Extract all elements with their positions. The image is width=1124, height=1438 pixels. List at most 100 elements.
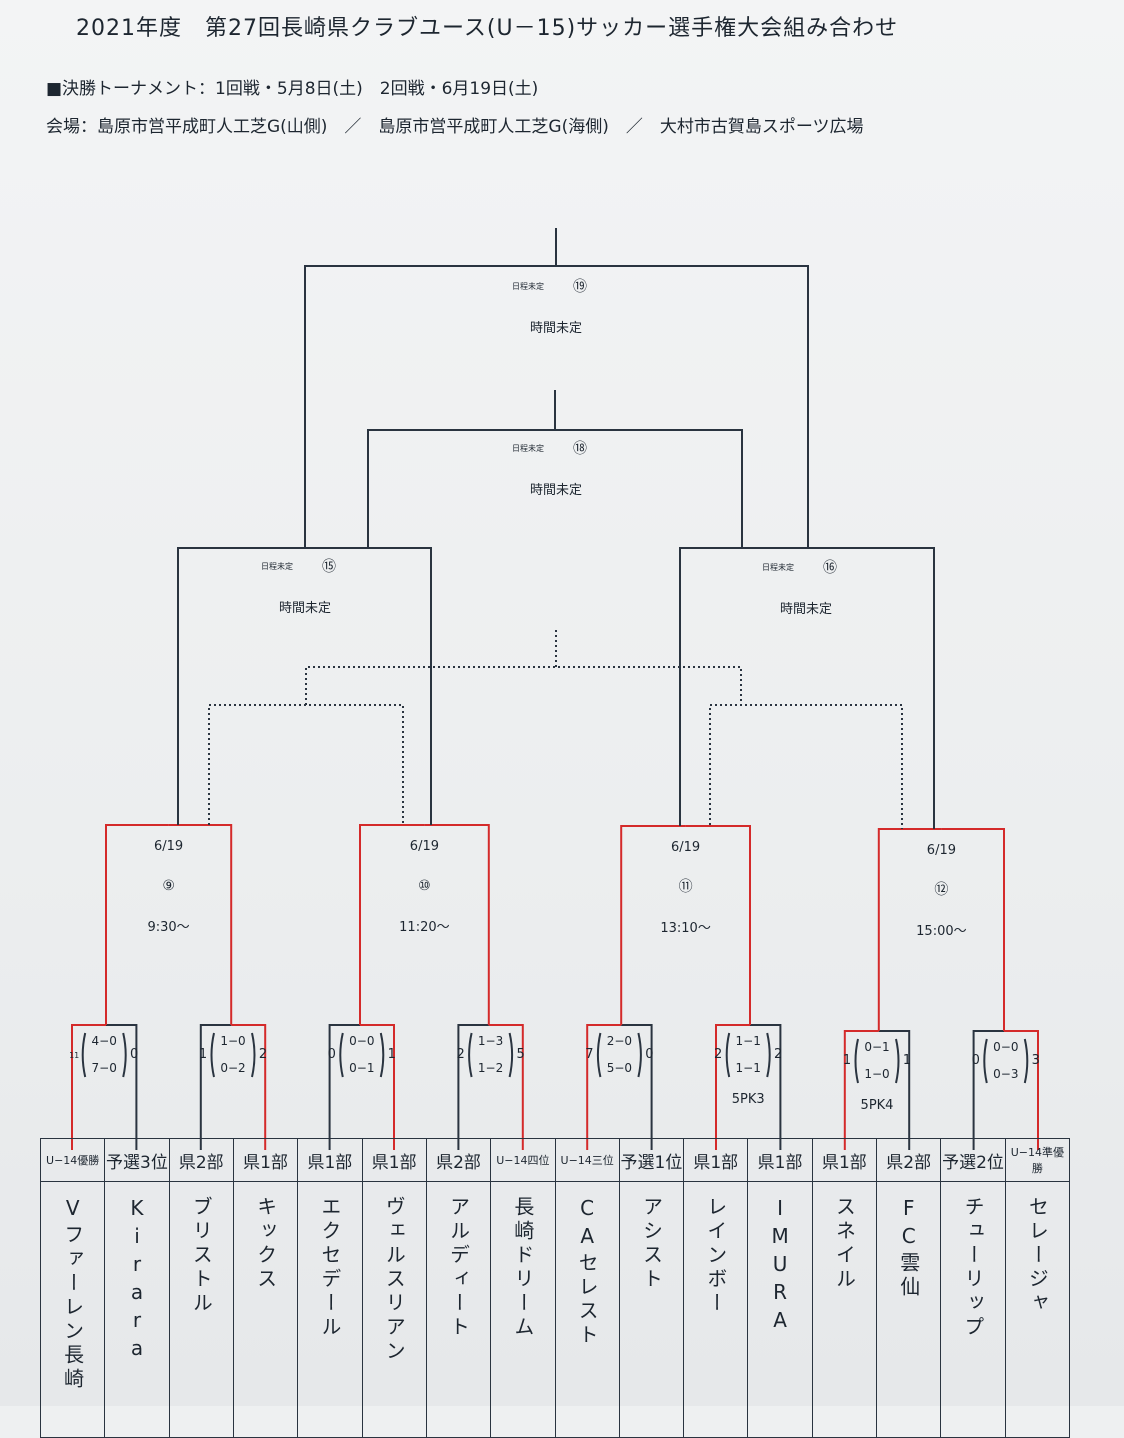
score-bracket-left (210, 1032, 215, 1078)
right-total-score: 5 (516, 1047, 524, 1062)
team-rank-cell: 県1部 (297, 1138, 363, 1182)
score-bracket-left (468, 1032, 473, 1078)
right-total-score: 0 (130, 1047, 138, 1062)
score-bracket-right (251, 1032, 256, 1078)
score-bracket-left (596, 1032, 602, 1078)
schedule-line: ■決勝トーナメント：1回戦・5月8日(土) 2回戦・6月19日(土) (46, 79, 539, 99)
match-date: 日程未定 (512, 443, 544, 453)
second-half-score: 1−2 (478, 1061, 503, 1075)
match-number: ⑩ (418, 878, 431, 894)
match-number: ⑮ (322, 559, 336, 575)
left-total-score: 1 (199, 1047, 207, 1062)
team-name-cell: セレージャ (1004, 1181, 1071, 1438)
left-total-score: 7 (585, 1047, 593, 1062)
right-total-score: 1 (388, 1047, 396, 1062)
first-half-score: 1−1 (736, 1034, 761, 1048)
right-total-score: 1 (903, 1053, 911, 1068)
team-rank-cell: U−14四位 (490, 1138, 556, 1182)
team-rank-cell: 県1部 (683, 1138, 749, 1182)
match-date: 6/19 (927, 843, 956, 858)
round1-winner-line (843, 1030, 879, 1150)
match-number: ⑱ (573, 441, 587, 457)
left-total-score: 11 (69, 1051, 79, 1060)
second-half-score: 1−1 (736, 1061, 761, 1075)
round1-winner-line (715, 1024, 750, 1150)
score-bracket-right (508, 1032, 514, 1078)
second-half-score: 0−2 (220, 1061, 245, 1075)
match-time: 時間未定 (780, 602, 832, 617)
match-time: 13:10～ (660, 921, 710, 936)
score-bracket-left (854, 1038, 859, 1084)
team-name: CAセレスト (575, 1196, 600, 1348)
score-bracket-right (379, 1032, 385, 1078)
match-time: 時間未定 (279, 601, 331, 616)
match-date: 日程未定 (261, 561, 293, 571)
right-total-score: 2 (259, 1047, 267, 1062)
round1-winner-line (231, 1024, 267, 1150)
match-15-line (177, 547, 432, 825)
match-19-line (304, 265, 809, 548)
document-title: 2021年度 第27回長崎県クラブユース(U－15)サッカー選手権大会組み合わせ (76, 16, 899, 41)
team-name-cell: アルディート (425, 1181, 492, 1438)
team-name: アシスト (639, 1196, 664, 1292)
team-name-cell: エクセデール (297, 1181, 363, 1438)
left-total-score: 0 (972, 1053, 980, 1068)
round1-loser-line (328, 1024, 360, 1150)
team-rank-cell: 予選3位 (104, 1138, 170, 1182)
match-date: 6/19 (671, 840, 700, 855)
team-name-cell: IMURA (747, 1181, 813, 1438)
team-name: 長崎ドリーム (510, 1196, 535, 1340)
score-bracket-left (725, 1032, 731, 1078)
team-name-cell: レインボー (683, 1181, 749, 1438)
team-name: チューリップ (961, 1196, 986, 1340)
round1-loser-line (199, 1024, 232, 1150)
round2-red-line (620, 825, 686, 1025)
score-bracket-left (81, 1032, 87, 1078)
team-name: エクセデール (317, 1196, 342, 1340)
team-name: ヴェルスリアン (382, 1196, 407, 1364)
round1-loser-line (457, 1024, 489, 1150)
match-time: 時間未定 (530, 321, 582, 336)
first-half-score: 0−1 (864, 1040, 889, 1054)
match-number: ⑲ (573, 279, 587, 295)
score-bracket-left (339, 1032, 344, 1078)
left-total-score: 1 (843, 1053, 851, 1068)
dotted-line (208, 704, 404, 825)
team-rank-cell: 県1部 (361, 1138, 427, 1182)
second-half-score: 0−3 (993, 1067, 1018, 1081)
round1-loser-line (621, 1024, 653, 1150)
left-total-score: 2 (456, 1047, 464, 1062)
match-time: 11:20～ (399, 920, 449, 935)
round2-red-line (168, 824, 233, 1025)
dotted-line (709, 704, 903, 829)
right-total-score: 3 (1032, 1053, 1040, 1068)
round1-winner-line (488, 1024, 524, 1150)
match-time: 時間未定 (530, 483, 582, 498)
round1-loser-line (972, 1030, 1004, 1150)
match-date: 6/19 (410, 839, 439, 854)
second-half-score: 7−0 (92, 1061, 117, 1075)
team-rank-cell: 予選1位 (618, 1138, 685, 1182)
left-total-score: 0 (328, 1047, 336, 1062)
round1-winner-line (71, 1024, 106, 1150)
round1-winner-line (360, 1024, 395, 1150)
team-name: Vファーレン長崎 (60, 1196, 85, 1392)
team-name: Kirara (124, 1196, 149, 1364)
match-16-line (679, 547, 935, 829)
score-bracket-left (983, 1038, 988, 1084)
match-number: ⑪ (679, 879, 693, 895)
team-name-cell: 長崎ドリーム (490, 1181, 556, 1438)
round1-winner-line (586, 1024, 622, 1150)
score-bracket-right (895, 1038, 900, 1084)
team-name: アルディート (446, 1196, 471, 1340)
match-number: ⑯ (823, 560, 837, 576)
team-name-cell: FC雲仙 (876, 1181, 942, 1438)
team-name-cell: アシスト (618, 1181, 685, 1438)
team-name-cell: Kirara (104, 1181, 170, 1438)
team-rank-cell: U−14準優勝 (1004, 1138, 1071, 1182)
team-name-cell: スネイル (811, 1181, 878, 1438)
round2-red-line (941, 828, 1005, 1031)
